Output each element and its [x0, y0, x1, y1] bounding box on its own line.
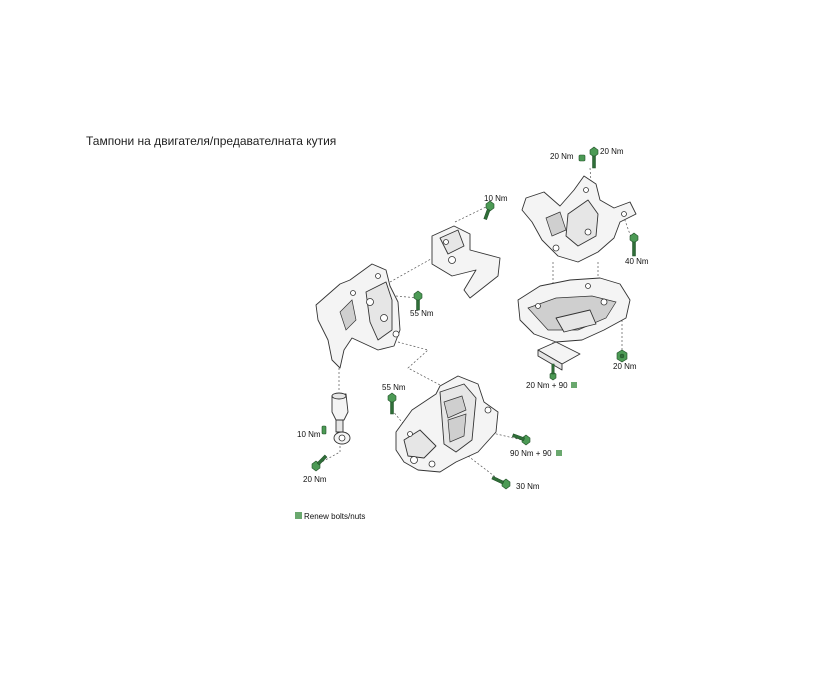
torque-label-55nm-centre: 55 Nm — [382, 383, 406, 392]
torque-rod — [331, 392, 351, 445]
torque-label-90nm-plus90: 90 Nm + 90 — [510, 449, 552, 458]
torque-label-10nm-upper: 10 Nm — [484, 194, 508, 203]
upper-mount-bracket — [431, 225, 501, 299]
bolt-40nm — [629, 232, 639, 257]
torque-label-30nm: 30 Nm — [516, 482, 540, 491]
nut-20nm-right — [616, 349, 628, 363]
bolt-20nm-top — [589, 146, 599, 169]
bolt-20nm-top-left — [578, 154, 586, 162]
renew-marker-90nm — [556, 450, 562, 456]
diagram-title: Тампони на двигателя/предавателната кути… — [86, 134, 337, 148]
torque-label-20nm-lower-left: 20 Nm — [303, 475, 327, 484]
torque-label-40nm: 40 Nm — [625, 257, 649, 266]
leader-lines — [317, 167, 633, 483]
legend-swatch — [295, 512, 302, 519]
legend: Renew bolts/nuts — [295, 512, 365, 521]
bolt-55nm-centre — [387, 392, 397, 415]
torque-labels: 20 Nm 20 Nm 10 Nm 40 Nm 55 Nm 20 Nm 20 N… — [297, 147, 649, 491]
right-lower-mount — [517, 277, 631, 371]
bolt-90nm — [512, 433, 531, 446]
torque-label-20nm-plus90: 20 Nm + 90 — [526, 381, 568, 390]
torque-label-20nm-right: 20 Nm — [613, 362, 637, 371]
bolt-30nm — [491, 475, 511, 490]
torque-label-10nm-lower: 10 Nm — [297, 430, 321, 439]
torque-label-20nm-top-left: 20 Nm — [550, 152, 574, 161]
legend-text: Renew bolts/nuts — [304, 512, 365, 521]
torque-label-55nm-left: 55 Nm — [410, 309, 434, 318]
bolt-20nm-lower-left — [311, 454, 328, 472]
left-engine-bracket — [315, 263, 401, 369]
renew-marker-plate — [571, 382, 577, 388]
bolt-20nm-plate — [549, 363, 557, 381]
right-upper-bracket — [521, 175, 637, 263]
bolt-10nm-lower — [321, 425, 327, 435]
gearbox-mount — [395, 375, 499, 473]
torque-label-20nm-top: 20 Nm — [600, 147, 624, 156]
bolt-10nm-upper — [483, 200, 495, 220]
bolts — [311, 146, 639, 490]
bolt-55nm-left — [413, 290, 423, 311]
